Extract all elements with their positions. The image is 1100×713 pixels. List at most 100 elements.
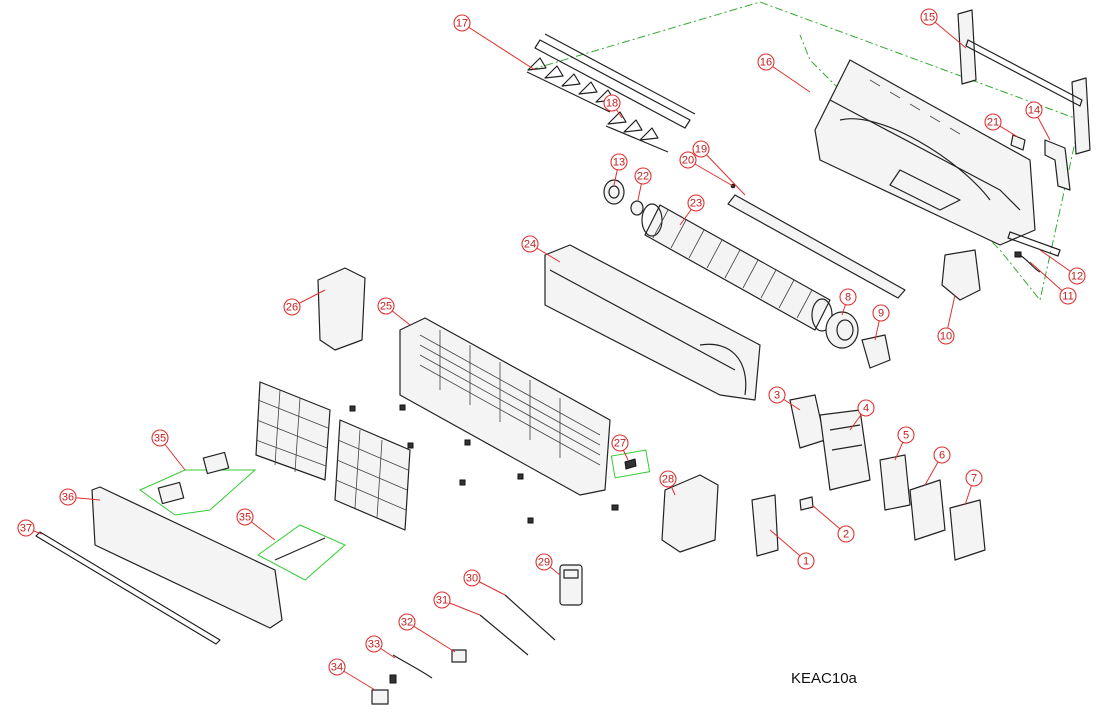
part-24-evaporator xyxy=(544,244,761,401)
callout-circle xyxy=(59,488,77,506)
callout-circle xyxy=(17,519,35,537)
callout-leader-line xyxy=(765,61,811,93)
callout-number: 3 xyxy=(774,390,780,402)
part-4-electrical-box xyxy=(819,409,871,491)
part-19-horizontal-louver xyxy=(727,194,906,299)
part-33-power-cord xyxy=(389,654,433,684)
callout-circle xyxy=(1025,101,1043,119)
callout-37: 37 xyxy=(17,519,43,537)
callout-circle xyxy=(692,140,710,158)
callout-33: 33 xyxy=(365,635,396,659)
callout-circle xyxy=(377,297,395,315)
callout-number: 2 xyxy=(843,529,849,541)
part-14-bracket xyxy=(1044,139,1071,191)
callout-11: 11 xyxy=(1029,261,1077,305)
part-15-mounting-plate xyxy=(957,9,1091,155)
model-code-label: KEAC10a xyxy=(791,670,857,687)
callout-number: 30 xyxy=(466,573,478,585)
callout-16: 16 xyxy=(757,53,811,93)
callout-28: 28 xyxy=(659,470,677,496)
part-21-clip xyxy=(1010,134,1026,151)
callout-number: 8 xyxy=(845,292,851,304)
callout-10: 10 xyxy=(937,294,956,345)
callout-circle xyxy=(365,635,383,653)
callout-number: 9 xyxy=(878,308,884,320)
part-9-motor-clamp xyxy=(861,334,891,369)
callout-number: 7 xyxy=(971,473,977,485)
callout-number: 23 xyxy=(690,198,702,210)
part-5-pcb xyxy=(879,454,911,511)
callout-number: 6 xyxy=(939,450,945,462)
callout-circle xyxy=(757,53,775,71)
callout-number: 4 xyxy=(863,403,869,415)
part-1-display-board xyxy=(751,494,779,557)
callout-leader-line xyxy=(700,148,746,196)
callout-24: 24 xyxy=(521,235,561,263)
callout-circle xyxy=(897,426,915,444)
callout-leader-line xyxy=(461,22,536,71)
part-16-chassis xyxy=(814,59,1036,246)
callout-circle xyxy=(433,591,451,609)
callout-number: 37 xyxy=(20,523,32,535)
part-37-decorative-strip xyxy=(35,531,221,645)
filter-right xyxy=(334,419,411,531)
callout-circle xyxy=(1059,287,1077,305)
callout-number: 1 xyxy=(803,556,809,568)
part-18-small-louvers xyxy=(605,111,669,153)
callout-4: 4 xyxy=(849,399,875,431)
callout-19: 19 xyxy=(692,140,746,196)
callout-circle xyxy=(837,525,855,543)
callouts: 1234567891011121314151617181920212223242… xyxy=(17,8,1086,691)
callout-21: 21 xyxy=(984,113,1019,138)
part-26-bracket xyxy=(317,267,366,351)
callout-number: 22 xyxy=(637,171,649,183)
callout-number: 35 xyxy=(239,512,251,524)
callout-3: 3 xyxy=(768,386,801,411)
callout-9: 9 xyxy=(872,304,890,341)
part-36-front-panel xyxy=(91,486,283,629)
part-23-crossflow-fan xyxy=(641,203,833,332)
part-31-wire xyxy=(479,614,529,656)
part-29-remote-control xyxy=(559,564,583,606)
callout-number: 11 xyxy=(1062,291,1073,303)
callout-number: 21 xyxy=(987,117,999,129)
callout-circle xyxy=(768,386,786,404)
part-28-side-cover xyxy=(661,474,719,553)
callout-circle xyxy=(453,14,471,32)
part-25-front-frame xyxy=(399,317,611,496)
part-35-remote-holder-group xyxy=(138,451,257,516)
part-17-louver-bar xyxy=(526,33,696,129)
callout-circle xyxy=(920,8,938,26)
callout-13: 13 xyxy=(610,153,628,186)
callout-number: 24 xyxy=(524,239,536,251)
callout-circle xyxy=(398,613,416,631)
callout-number: 31 xyxy=(436,595,448,607)
callout-circle xyxy=(687,194,705,212)
callout-17: 17 xyxy=(453,14,536,71)
callout-circle xyxy=(463,569,481,587)
callout-number: 13 xyxy=(613,157,625,169)
callout-27: 27 xyxy=(611,434,629,461)
callout-circle xyxy=(610,153,628,171)
callout-number: 19 xyxy=(695,144,707,156)
callout-23: 23 xyxy=(679,194,705,226)
callout-leader-line xyxy=(687,159,734,187)
callout-number: 16 xyxy=(760,57,772,69)
callout-35: 35 xyxy=(236,508,276,541)
callout-25: 25 xyxy=(377,297,411,326)
callout-number: 15 xyxy=(923,12,935,24)
callout-8: 8 xyxy=(839,288,857,316)
callout-number: 10 xyxy=(940,331,952,343)
callout-29: 29 xyxy=(535,553,561,576)
callout-7: 7 xyxy=(964,469,983,506)
callout-14: 14 xyxy=(1025,101,1051,141)
callout-circle xyxy=(535,553,553,571)
callout-number: 36 xyxy=(62,492,74,504)
part-12-drain-pipe xyxy=(1007,231,1061,257)
callout-35: 35 xyxy=(151,429,186,471)
callout-20: 20 xyxy=(679,151,734,187)
callout-circle xyxy=(937,327,955,345)
callout-number: 35 xyxy=(154,433,166,445)
callout-18: 18 xyxy=(603,94,623,119)
callout-circle xyxy=(797,552,815,570)
